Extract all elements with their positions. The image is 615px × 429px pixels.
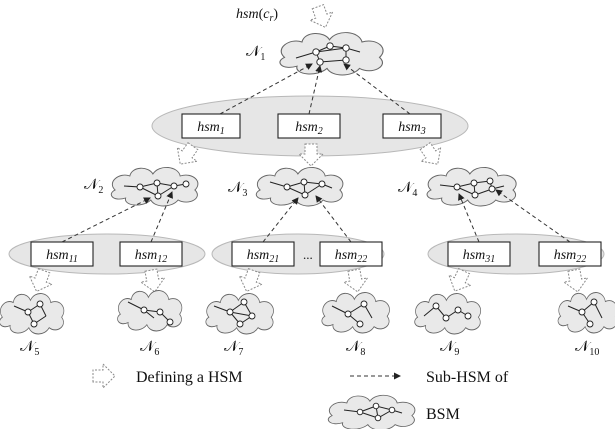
bsm-graph-n2 [123, 179, 190, 200]
bsm-cloud-n7 [205, 293, 274, 335]
sub-hsm-arrow-22-second [495, 189, 571, 243]
bsm-graph-n7 [213, 298, 256, 328]
node-label-n7: 𝒩7 [224, 339, 243, 358]
node-label-n9: 𝒩9 [440, 339, 459, 358]
legend-defining-arrow-icon [92, 363, 116, 389]
node-label-n4: 𝒩4 [398, 180, 417, 199]
sub-hsm-arrow-1 [219, 63, 313, 115]
hsm-box-3: hsm3 [382, 113, 442, 139]
hsm-box-11: hsm11 [30, 241, 94, 267]
hsm-box-22: hsm22 [319, 241, 383, 267]
bsm-cloud-n8 [321, 292, 390, 334]
svg-text:hsm2: hsm2 [295, 120, 323, 137]
node-label-n8: 𝒩8 [346, 339, 365, 358]
svg-text:hsm31: hsm31 [463, 248, 496, 265]
legend-sub-hsm-label: Sub-HSM of [426, 369, 509, 386]
bsm-cloud-n10 [557, 292, 615, 334]
bsm-graph-n6 [127, 301, 174, 326]
legend-defining-label: Defining a HSM [136, 369, 243, 386]
bsm-cloud-n6 [117, 290, 183, 332]
svg-text:hsm3: hsm3 [398, 120, 426, 137]
defining-arrow-n5 [24, 266, 56, 297]
hsm-box-22-second: hsm22 [538, 241, 602, 267]
bsm-graph-n4 [439, 177, 505, 199]
node-label-n5: 𝒩5 [20, 339, 39, 358]
node-label-n10: 𝒩10 [575, 339, 599, 358]
hsm-box-1: hsm1 [181, 113, 241, 139]
svg-text:hsm21: hsm21 [247, 248, 280, 265]
top-label: hsm(cr) [236, 7, 278, 24]
hsm-box-12: hsm12 [119, 241, 183, 267]
node-label-n1: 𝒩1 [246, 44, 265, 63]
bsm-cloud-n4 [426, 166, 517, 207]
sub-hsm-arrow-31 [458, 193, 480, 243]
bsm-cloud-n1 [279, 32, 384, 76]
svg-text:hsm12: hsm12 [135, 248, 168, 265]
sub-hsm-arrow-21 [262, 197, 299, 243]
legend-bsm-icon [327, 394, 416, 429]
bsm-graph-n9 [423, 302, 472, 322]
svg-text:hsm11: hsm11 [46, 248, 78, 265]
legend: Defining a HSM Sub-HSM of BSM [92, 363, 509, 429]
defining-arrow-n10 [561, 267, 591, 295]
top-label-text: hsm(cr) [236, 7, 278, 24]
bsm-graph-n10 [567, 298, 603, 328]
sub-hsm-arrow-11 [61, 197, 151, 243]
node-label-n2: 𝒩2 [84, 177, 103, 196]
node-label-n6: 𝒩6 [140, 339, 159, 358]
sub-hsm-arrow-12 [150, 191, 173, 243]
defining-arrow-n8 [341, 267, 371, 295]
bsm-cloud-n5 [0, 293, 65, 335]
bsm-graph-n1 [295, 42, 361, 66]
sub-hsm-arrow-22 [315, 195, 352, 243]
bsm-graph-n3 [269, 178, 333, 199]
bsm-graph-n5 [13, 300, 47, 328]
svg-text:hsm1: hsm1 [197, 120, 225, 137]
bsm-cloud-n3 [255, 166, 344, 207]
legend-bsm-label: BSM [426, 406, 460, 423]
node-label-n3: 𝒩3 [228, 180, 247, 199]
hsm-box-2: hsm2 [277, 113, 341, 139]
bsm-cloud-n9 [414, 293, 482, 335]
bsm-cloud-n2 [110, 166, 199, 207]
hsm-box-31: hsm31 [447, 241, 511, 267]
hsm-box-21: hsm21 [231, 241, 295, 267]
ellipsis-text: ... [303, 247, 313, 262]
sub-hsm-arrow-2 [308, 65, 323, 115]
svg-text:hsm22: hsm22 [554, 248, 587, 265]
svg-text:hsm22: hsm22 [335, 248, 368, 265]
bsm-graph-n8 [331, 300, 373, 328]
defining-arrow-top [306, 2, 338, 33]
